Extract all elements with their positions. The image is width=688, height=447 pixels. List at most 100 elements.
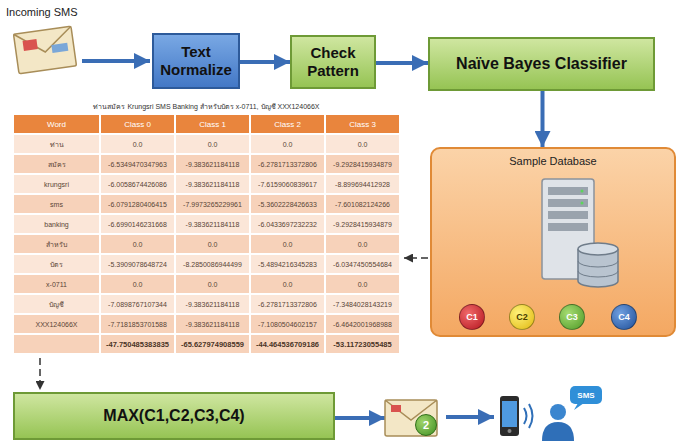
- server-illustration: [578, 243, 618, 255]
- dashed-line: [39, 358, 41, 390]
- server-illustration: [522, 175, 622, 295]
- table-cell: 0.0: [250, 234, 325, 254]
- table-header: Class 2: [250, 114, 325, 134]
- table-total: -47.750485383835: [100, 334, 175, 354]
- table-cell: -8.2850086944499: [175, 254, 250, 274]
- table-cell: -9.383621184118: [175, 214, 250, 234]
- node-label: C2: [516, 312, 528, 322]
- input-label: Incoming SMS: [6, 6, 78, 18]
- table-cell: x-0711: [13, 274, 100, 294]
- table-cell: -5.3602228426633: [250, 194, 325, 214]
- bubble-text: SMS: [570, 386, 602, 404]
- table-cell: -7.0898767107344: [100, 294, 175, 314]
- table-cell: krungsri: [13, 174, 100, 194]
- envelope-icon: [51, 43, 68, 53]
- table-cell: -6.5349470347963: [100, 154, 175, 174]
- table-cell: 0.0: [325, 134, 400, 154]
- table-cell: -9.2928415934879: [325, 154, 400, 174]
- class-circle: C1: [459, 304, 485, 330]
- table-cell: สำหรับ: [13, 234, 100, 254]
- table-cell: [13, 334, 100, 354]
- table-total: -65.627974908559: [175, 334, 250, 354]
- table-cell: 0.0: [100, 234, 175, 254]
- flow-arrow: [541, 91, 545, 147]
- table-cell: 0.0: [250, 134, 325, 154]
- envelope-icon: [13, 26, 76, 74]
- node-label: Check Pattern: [298, 44, 368, 80]
- sms-bubble: [570, 386, 602, 410]
- table-cell: -5.4894216345283: [250, 254, 325, 274]
- envelope-node: 2: [385, 398, 439, 438]
- node-label: Naïve Bayes Classifier: [456, 55, 627, 73]
- node-label: Sample Database: [509, 155, 596, 167]
- server-illustration: [581, 202, 584, 205]
- node-label: C1: [466, 312, 478, 322]
- person-icon: [542, 422, 574, 441]
- process-box: Naïve Bayes Classifier: [428, 37, 655, 91]
- table-cell: 0.0: [100, 134, 175, 154]
- flow-arrow: [376, 61, 428, 65]
- envelope-icon: [13, 26, 73, 56]
- table-cell: -7.6159060839617: [250, 174, 325, 194]
- input-arrow: [82, 59, 150, 63]
- table-caption: ท่านสมัคร Krungsri SMS Banking สำหรับบัต…: [13, 101, 400, 112]
- table-cell: -6.4642001968988: [325, 314, 400, 334]
- envelope-icon: [13, 26, 76, 74]
- flow-arrow: [240, 60, 290, 64]
- node-label: MAX(C1,C2,C3,C4): [103, 407, 244, 425]
- class-circle: C2: [509, 304, 535, 330]
- table-cell: -7.7181853701588: [100, 314, 175, 334]
- envelope-icon: [385, 400, 437, 436]
- table-cell: -6.2781713372806: [250, 294, 325, 314]
- class-circle: C4: [611, 304, 637, 330]
- table-cell: -6.0791280406415: [100, 194, 175, 214]
- table-cell: 0.0: [250, 274, 325, 294]
- sms-bubble: [574, 403, 584, 410]
- class-circle: C3: [559, 304, 585, 330]
- phone-icon: [524, 404, 533, 428]
- server-illustration: [578, 261, 618, 277]
- table-header: Word: [13, 114, 100, 134]
- process-box: MAX(C1,C2,C3,C4): [13, 392, 335, 440]
- table-cell: -6.2781713372806: [250, 154, 325, 174]
- table-cell: -6.0347450554684: [325, 254, 400, 274]
- server-illustration: [548, 199, 588, 207]
- table-cell: -7.9973265229961: [175, 194, 250, 214]
- node-label: C3: [566, 312, 578, 322]
- table-cell: บัญชี: [13, 294, 100, 314]
- table-cell: ท่าน: [13, 134, 100, 154]
- node-label: Text Normalize: [160, 43, 232, 79]
- node-label: C4: [618, 312, 630, 322]
- table-cell: -9.383621184118: [175, 174, 250, 194]
- envelope-icon: [23, 39, 38, 51]
- table-cell: -7.1080504602157: [250, 314, 325, 334]
- table-cell: -9.383621184118: [175, 314, 250, 334]
- table-cell: 0.0: [325, 234, 400, 254]
- table-cell: บัตร: [13, 254, 100, 274]
- table-cell: 0.0: [175, 134, 250, 154]
- server-illustration: [581, 190, 584, 193]
- person-icon: [550, 404, 566, 420]
- server-illustration: [548, 223, 588, 231]
- envelope-icon: [385, 400, 437, 436]
- callout-number: 2: [415, 414, 437, 436]
- table-cell: สมัคร: [13, 154, 100, 174]
- phone-icon: [500, 396, 519, 436]
- phone-icon: [502, 401, 517, 427]
- flow-arrow: [335, 416, 385, 420]
- person-icon: [542, 404, 574, 441]
- table-cell: XXX124066X: [13, 314, 100, 334]
- table-cell: -9.383621184118: [175, 154, 250, 174]
- table-cell: -5.3909078648724: [100, 254, 175, 274]
- process-box: Text Normalize: [152, 33, 240, 89]
- table-header: Class 1: [175, 114, 250, 134]
- phone-icon: [500, 396, 533, 436]
- table-total: -44.464536709186: [250, 334, 325, 354]
- table-cell: -9.2928415934879: [325, 214, 400, 234]
- table-cell: -7.601082124266: [325, 194, 400, 214]
- table-cell: 0.0: [175, 234, 250, 254]
- table-cell: 0.0: [100, 274, 175, 294]
- table-cell: 0.0: [325, 274, 400, 294]
- output-arrow: [446, 415, 494, 419]
- table-header: Class 3: [325, 114, 400, 134]
